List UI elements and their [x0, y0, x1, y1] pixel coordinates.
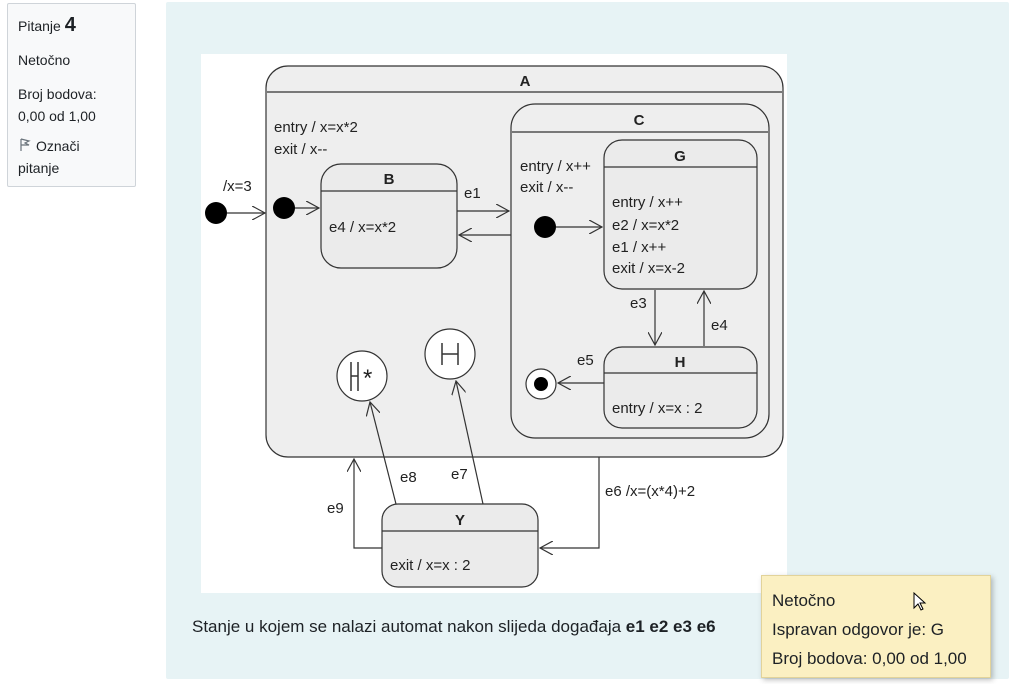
e4-label: e4	[711, 317, 728, 334]
points-label: Broj bodova:	[18, 86, 97, 102]
e6-label: e6 /x=(x*4)+2	[605, 483, 695, 500]
e7-arrow	[456, 381, 484, 505]
e9-arrow	[354, 459, 382, 549]
a-exit-label: exit / x--	[274, 141, 327, 158]
question-number-value: 4	[64, 14, 76, 36]
state-y-label: Y	[455, 512, 465, 529]
e7-label: e7	[451, 466, 468, 483]
initial-dot	[205, 202, 227, 224]
h-entry-label: entry / x=x : 2	[612, 400, 702, 417]
e8-label: e8	[400, 469, 417, 486]
g-e1-label: e1 / x++	[612, 239, 666, 256]
g-exit-label: exit / x=x-2	[612, 260, 685, 277]
question-info-box: Pitanje 4 Netočno Broj bodova: 0,00 od 1…	[7, 3, 136, 187]
c-entry-label: entry / x++	[520, 158, 591, 175]
statechart-figure: A entry / x=x*2 exit / x-- /x=3 B e4 / x…	[201, 54, 787, 593]
e9-label: e9	[327, 500, 344, 517]
initial-transition-label: /x=3	[223, 178, 252, 195]
deep-history-circle	[336, 350, 388, 402]
feedback-tooltip: Netočno Ispravan odgovor je: G Broj bodo…	[761, 575, 991, 678]
question-number: Pitanje 4	[18, 14, 125, 37]
flag-label: Označi	[36, 138, 80, 154]
question-points: Broj bodova: 0,00 od 1,00	[18, 83, 125, 127]
flag-question-button[interactable]: Označi pitanje	[18, 135, 125, 179]
c-exit-label: exit / x--	[520, 179, 573, 196]
question-status: Netočno	[18, 52, 71, 68]
state-c-label: C	[634, 112, 645, 129]
statechart-diagram: A entry / x=x*2 exit / x-- /x=3 B e4 / x…	[205, 65, 784, 588]
final-state-dot	[534, 377, 548, 391]
state-h-box	[603, 346, 758, 429]
state-y-box	[381, 503, 539, 588]
flag-icon	[20, 138, 31, 151]
state-h-label: H	[675, 354, 686, 371]
e8-arrow	[370, 402, 397, 505]
points-value: 0,00 od 1,00	[18, 108, 96, 124]
question-events: e1 e2 e3 e6	[625, 617, 716, 636]
e6-arrow	[540, 457, 600, 548]
question-label: Pitanje	[18, 18, 61, 34]
b-internal-label: e4 / x=x*2	[329, 219, 396, 236]
g-entry-label: entry / x++	[612, 194, 683, 211]
feedback-status: Netočno	[772, 591, 836, 610]
g-e2-label: e2 / x=x*2	[612, 217, 679, 234]
e1-label: e1	[464, 185, 481, 202]
state-b-label: B	[384, 171, 395, 188]
state-g-label: G	[674, 148, 686, 165]
question-prompt: Stanje u kojem se nalazi automat nakon s…	[192, 617, 626, 636]
state-b-box	[320, 163, 458, 269]
feedback-correct-answer: Ispravan odgovor je: G	[772, 620, 944, 639]
c-initial-dot	[534, 216, 556, 238]
y-exit-label: exit / x=x : 2	[390, 557, 470, 574]
flag-label-2: pitanje	[18, 160, 60, 176]
state-g-box	[603, 139, 758, 290]
e3-label: e3	[630, 295, 647, 312]
state-a-label: A	[520, 73, 531, 90]
a-entry-label: entry / x=x*2	[274, 119, 358, 136]
deep-history-star: *	[363, 365, 372, 392]
question-text: Stanje u kojem se nalazi automat nakon s…	[192, 617, 716, 637]
a-initial-dot	[273, 197, 295, 219]
feedback-points: Broj bodova: 0,00 od 1,00	[772, 649, 967, 668]
mouse-cursor-icon	[913, 592, 927, 611]
e5-label: e5	[577, 352, 594, 369]
